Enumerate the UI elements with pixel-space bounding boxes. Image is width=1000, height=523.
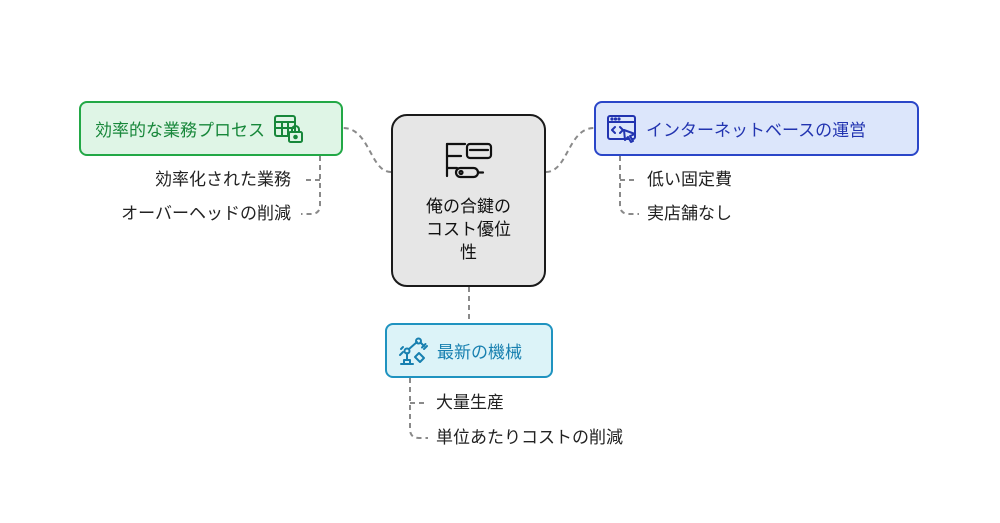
robot-arm-icon [397,335,429,367]
topic-label: インターネットベースの運営 [646,121,867,141]
topic-internet-operation: インターネットベースの運営 [594,101,919,156]
topic-label: 最新の機械 [437,343,522,363]
topic-label: 効率的な業務プロセス [95,121,265,141]
topic-efficient-process: 効率的な業務プロセス [79,101,343,156]
center-node: 俺の合鍵の コスト優位 性 [391,114,546,287]
sub-item-streamlined-work: 効率化された業務 [155,170,291,190]
center-label: 俺の合鍵の コスト優位 性 [409,196,529,265]
key-card-icon [445,142,492,179]
secure-table-icon [273,113,305,145]
topic-modern-machinery: 最新の機械 [385,323,553,378]
sub-item-no-physical-store: 実店舗なし [647,204,732,224]
center-label-line: 性 [460,243,477,263]
sub-item-mass-production: 大量生産 [436,393,504,413]
connector-center-process [342,127,392,173]
connector-machine-items [409,378,428,439]
connector-center-internet [545,127,595,173]
sub-item-low-fixed-cost: 低い固定費 [647,170,732,190]
connector-process-items [301,156,321,215]
connector-internet-items [619,156,639,215]
web-click-icon [606,113,638,145]
center-label-line: コスト優位 [426,220,511,240]
sub-item-overhead-reduction: オーバーヘッドの削減 [121,204,291,224]
sub-item-unit-cost-reduction: 単位あたりコストの削減 [436,428,623,448]
center-label-line: 俺の合鍵の [426,197,511,217]
